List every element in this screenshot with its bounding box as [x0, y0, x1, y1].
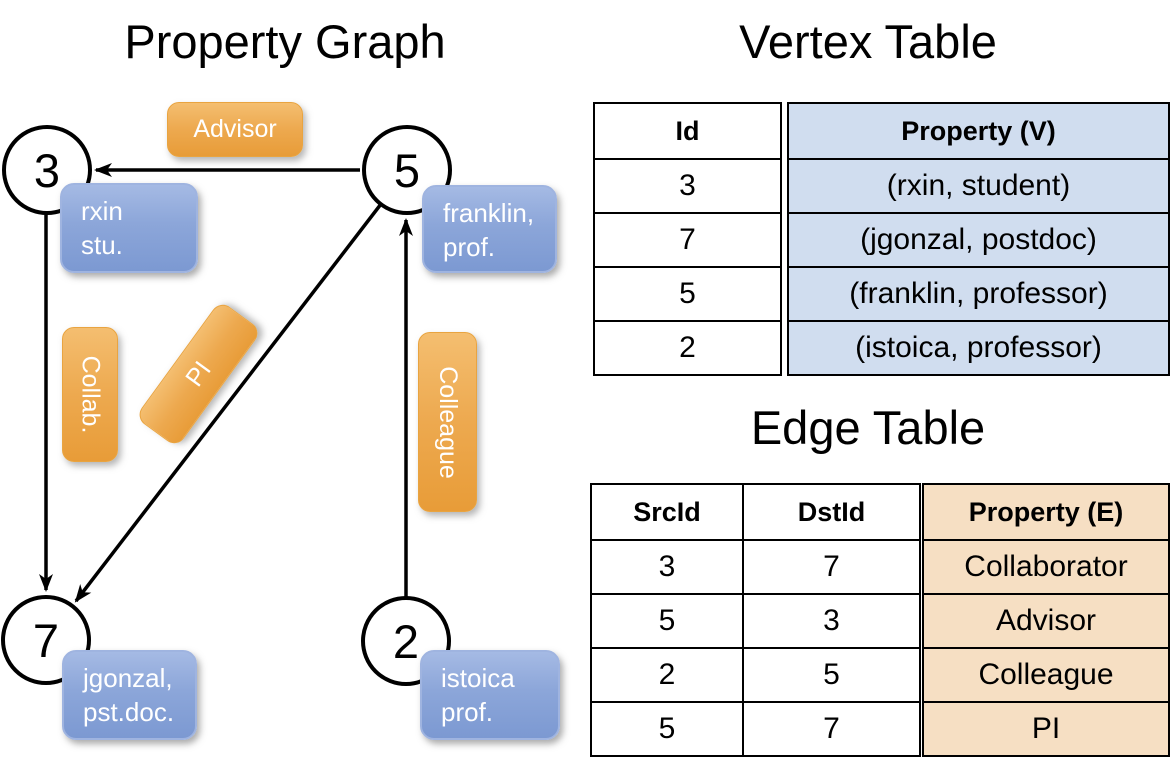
edge-line-5-7 [74, 202, 383, 603]
node-label-5-line1: franklin, [443, 198, 535, 228]
edge-label-pi-text: PI [179, 355, 217, 392]
vertex-cell-id: 3 [595, 158, 780, 212]
edge-cell-property: Advisor [924, 593, 1168, 647]
vertex-cell-property: (franklin, professor) [789, 266, 1168, 320]
edge-table-id-columns: SrcId DstId 3 7 5 3 2 5 5 7 [590, 483, 921, 757]
vertex-header-id: Id [675, 115, 700, 146]
vertex-table-id-column: Id 3 7 5 2 [593, 102, 782, 376]
node-label-2-line2: prof. [441, 697, 494, 728]
node-label-3: rxin stu. [60, 183, 198, 273]
node-label-7-line1: jgonzal, [83, 663, 173, 693]
edge-cell-src: 5 [592, 701, 742, 755]
edge-header-dstid: DstId [742, 485, 919, 539]
node-label-2: istoica prof. [420, 650, 560, 740]
edge-cell-dst: 5 [742, 647, 919, 701]
vertex-header-property: Property (V) [901, 115, 1056, 146]
edge-label-collab-text: Collab. [76, 355, 105, 434]
edge-cell-dst: 3 [742, 593, 919, 647]
edge-label-advisor: Advisor [167, 102, 303, 157]
node-id-5: 5 [393, 143, 421, 197]
edge-cell-dst: 7 [742, 539, 919, 593]
edge-cell-property: PI [924, 701, 1168, 755]
edge-table-property-column: Property (E) Collaborator Advisor Collea… [922, 483, 1170, 757]
node-label-2-line1: istoica [441, 663, 515, 693]
edge-label-collab: Collab. [62, 327, 118, 462]
edge-label-colleague-text: Colleague [434, 365, 462, 479]
vertex-cell-property: (rxin, student) [789, 158, 1168, 212]
edge-cell-property: Collaborator [924, 539, 1168, 593]
node-label-5: franklin, prof. [422, 185, 557, 273]
edge-table-title: Edge Table [750, 401, 986, 454]
edge-label-advisor-text: Advisor [193, 115, 277, 143]
edge-cell-src: 2 [592, 647, 742, 701]
node-id-7: 7 [32, 613, 60, 667]
vertex-table-property-column: Property (V) (rxin, student) (jgonzal, p… [787, 102, 1170, 376]
edge-header-property: Property (E) [968, 496, 1124, 527]
edge-label-colleague: Colleague [418, 332, 477, 512]
node-id-2: 2 [392, 614, 420, 668]
edge-header-srcid: SrcId [633, 496, 701, 527]
vertex-table-title: Vertex Table [739, 15, 997, 68]
vertex-cell-id: 5 [595, 266, 780, 320]
node-label-7-line2: pst.doc. [83, 697, 175, 728]
node-label-3-line2: stu. [81, 230, 123, 261]
node-label-3-line1: rxin [81, 196, 123, 226]
vertex-cell-property: (istoica, professor) [789, 320, 1168, 374]
edge-cell-src: 5 [592, 593, 742, 647]
node-id-3: 3 [33, 143, 61, 197]
edge-cell-dst: 7 [742, 701, 919, 755]
vertex-cell-id: 7 [595, 212, 780, 266]
vertex-cell-property: (jgonzal, postdoc) [789, 212, 1168, 266]
vertex-cell-id: 2 [595, 320, 780, 374]
property-graph-title: Property Graph [124, 15, 446, 68]
edge-cell-property: Colleague [924, 647, 1168, 701]
node-label-7: jgonzal, pst.doc. [62, 650, 197, 740]
edge-cell-src: 3 [592, 539, 742, 593]
node-label-5-line2: prof. [443, 232, 496, 263]
